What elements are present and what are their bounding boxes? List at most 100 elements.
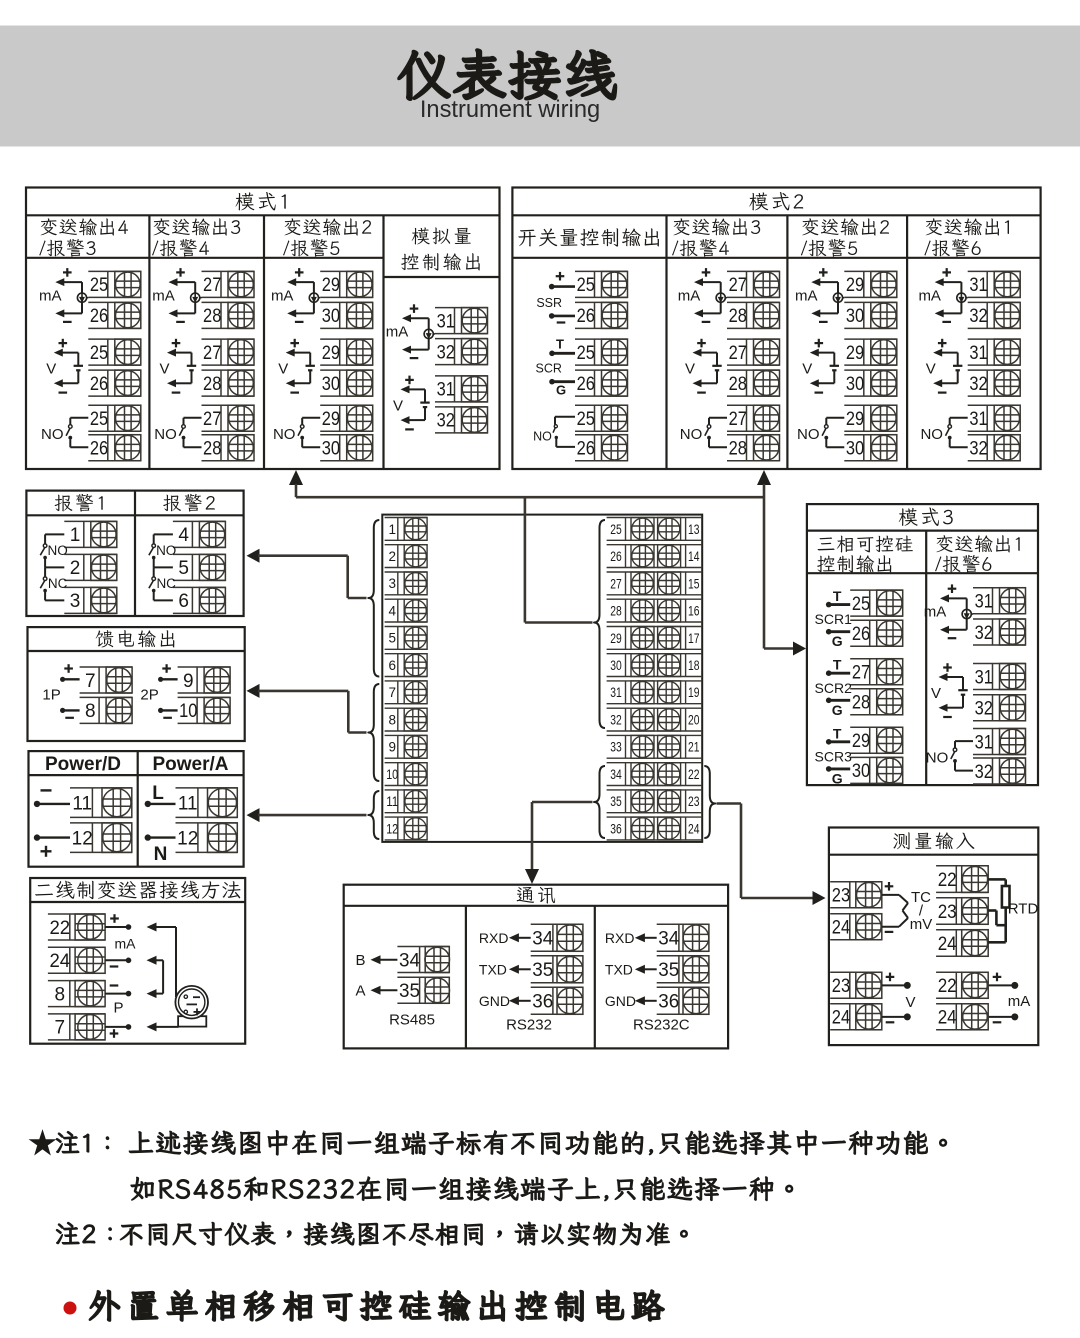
svg-text:28: 28 [729, 439, 747, 460]
svg-text:31: 31 [975, 667, 993, 688]
svg-text:22: 22 [49, 918, 70, 939]
svg-text:G: G [832, 633, 843, 649]
svg-text:23: 23 [688, 794, 700, 809]
svg-text:29: 29 [322, 275, 340, 296]
svg-text:1: 1 [70, 525, 81, 546]
svg-text:29: 29 [322, 409, 340, 430]
svg-text:34: 34 [658, 929, 679, 950]
svg-text:35: 35 [532, 960, 553, 981]
svg-text:26: 26 [610, 549, 622, 564]
svg-text:T: T [833, 657, 842, 673]
svg-text:9: 9 [183, 671, 194, 692]
svg-text:25: 25 [577, 275, 595, 296]
svg-text:mA: mA [386, 324, 409, 341]
svg-text:NO: NO [273, 426, 296, 443]
svg-text:18: 18 [688, 658, 700, 673]
svg-text:28: 28 [729, 306, 747, 327]
svg-text:30: 30 [322, 374, 340, 395]
svg-text:T: T [833, 588, 842, 604]
svg-text:N: N [154, 844, 168, 865]
svg-text:35: 35 [658, 960, 679, 981]
svg-text:30: 30 [610, 658, 622, 673]
svg-text:23: 23 [832, 976, 850, 997]
svg-text:8: 8 [85, 701, 96, 722]
svg-text:34: 34 [532, 929, 553, 950]
svg-text:24: 24 [938, 934, 957, 955]
svg-text:V: V [159, 361, 169, 378]
svg-text:34: 34 [610, 767, 622, 782]
svg-text:35: 35 [610, 794, 622, 809]
svg-text:31: 31 [975, 732, 993, 753]
svg-text:1P: 1P [42, 686, 60, 703]
svg-text:NO: NO [926, 749, 949, 766]
svg-text:NC: NC [48, 576, 68, 591]
svg-text:2: 2 [388, 549, 396, 564]
svg-text:32: 32 [969, 306, 987, 327]
svg-text:16: 16 [688, 604, 700, 619]
svg-text:22: 22 [938, 976, 957, 997]
svg-text:10: 10 [179, 701, 197, 722]
svg-text:25: 25 [852, 594, 870, 615]
svg-text:G: G [556, 382, 566, 397]
svg-text:V: V [905, 994, 915, 1011]
svg-text:32: 32 [969, 374, 987, 395]
svg-text:30: 30 [322, 439, 340, 460]
svg-text:GND: GND [605, 993, 636, 1009]
svg-text:mA: mA [795, 287, 818, 304]
svg-text:/: / [919, 902, 924, 919]
svg-text:6: 6 [178, 591, 189, 612]
svg-text:27: 27 [203, 275, 221, 296]
svg-text:31: 31 [975, 592, 993, 613]
svg-text:26: 26 [577, 439, 595, 460]
svg-text:V: V [278, 361, 288, 378]
svg-text:30: 30 [846, 439, 864, 460]
svg-text:26: 26 [90, 439, 108, 460]
svg-text:V: V [926, 361, 936, 378]
svg-text:10: 10 [386, 767, 398, 782]
svg-text:21: 21 [688, 740, 700, 755]
svg-text:NO: NO [797, 426, 820, 443]
svg-text:NO: NO [680, 426, 703, 443]
svg-text:SSR: SSR [536, 296, 562, 310]
svg-text:11: 11 [72, 794, 92, 815]
svg-text:26: 26 [577, 374, 595, 395]
svg-text:mA: mA [115, 936, 137, 952]
svg-text:28: 28 [203, 306, 221, 327]
svg-text:NO: NO [156, 543, 176, 558]
svg-text:12: 12 [72, 829, 93, 850]
svg-text:32: 32 [969, 439, 987, 460]
svg-text:Power/D: Power/D [45, 754, 121, 775]
svg-text:24: 24 [938, 1008, 957, 1029]
svg-text:24: 24 [688, 821, 700, 836]
svg-text:23: 23 [832, 886, 850, 907]
svg-text:9: 9 [388, 740, 396, 755]
svg-text:11: 11 [178, 794, 198, 815]
svg-text:29: 29 [610, 631, 622, 646]
svg-text:T: T [833, 725, 842, 741]
svg-text:mA: mA [1008, 993, 1031, 1010]
svg-text:23: 23 [938, 902, 957, 923]
svg-text:NO: NO [920, 426, 943, 443]
svg-text:4: 4 [178, 525, 189, 546]
svg-text:27: 27 [852, 663, 870, 684]
svg-text:24: 24 [832, 918, 851, 939]
svg-text:1: 1 [388, 522, 396, 537]
svg-text:30: 30 [322, 306, 340, 327]
svg-text:26: 26 [90, 374, 108, 395]
svg-text:V: V [802, 361, 812, 378]
svg-text:31: 31 [437, 311, 455, 332]
svg-text:28: 28 [610, 604, 622, 619]
svg-text:T: T [556, 336, 564, 351]
svg-text:22: 22 [688, 767, 700, 782]
svg-text:V: V [46, 361, 56, 378]
svg-text:SCR: SCR [535, 361, 561, 375]
svg-text:27: 27 [729, 409, 747, 430]
svg-text:27: 27 [203, 343, 221, 364]
svg-text:32: 32 [437, 411, 455, 432]
svg-text:32: 32 [975, 623, 993, 644]
svg-text:22: 22 [938, 870, 957, 891]
svg-text:P: P [113, 999, 123, 1016]
svg-text:19: 19 [688, 685, 700, 700]
svg-text:mA: mA [678, 287, 701, 304]
svg-text:17: 17 [688, 631, 700, 646]
